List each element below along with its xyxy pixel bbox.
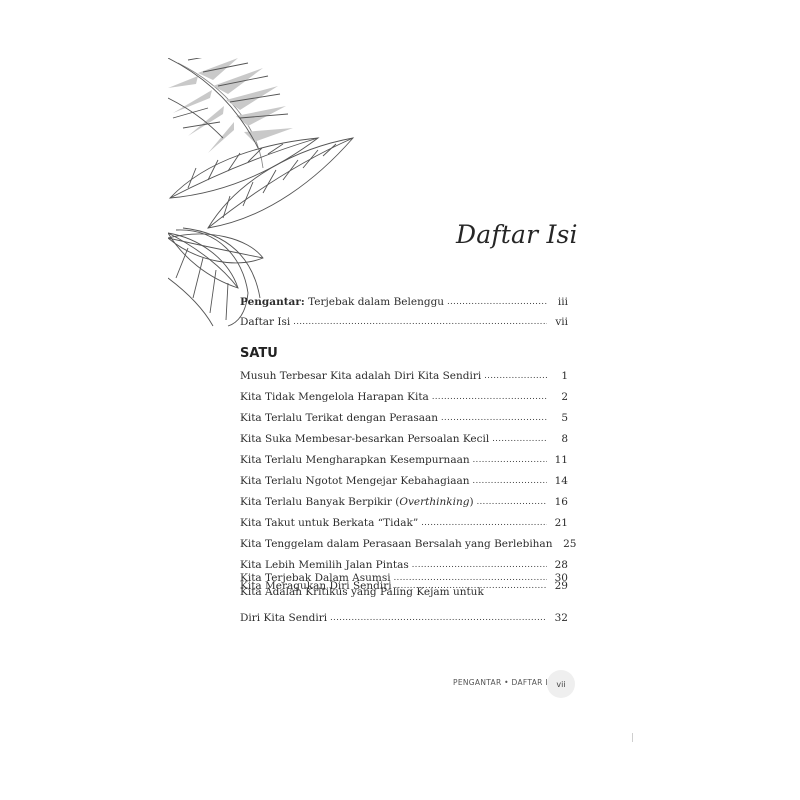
toc-label: Musuh Terbesar Kita adalah Diri Kita Sen…: [240, 370, 482, 382]
leader-dots: [432, 391, 547, 403]
leader-dots: [473, 475, 547, 487]
toc-label: Kita Suka Membesar-besarkan Persoalan Ke…: [240, 433, 490, 445]
toc-entry[interactable]: Kita Terlalu Mengharapkan Kesempurnaan 1…: [240, 446, 568, 466]
palm-leaves-illustration: [168, 58, 355, 327]
leader-dots: [293, 316, 547, 328]
toc-label: Kita Tenggelam dalam Perasaan Bersalah y…: [240, 538, 553, 550]
toc-page-number: 25: [563, 538, 577, 550]
toc-page-number: iii: [557, 296, 568, 308]
toc-page-number: 29: [554, 580, 568, 592]
toc-entry-line1[interactable]: Kita Adalah Kritikus yang Paling Kejam u…: [240, 586, 484, 598]
leader-dots: [492, 433, 547, 445]
leader-dots: [394, 572, 547, 584]
page-title: Daftar Isi: [456, 220, 578, 249]
leader-dots: [477, 496, 547, 508]
toc-label: Kita Tidak Mengelola Harapan Kita: [240, 391, 429, 403]
toc-label: Kita Takut untuk Berkata “Tidak”: [240, 517, 419, 529]
toc-page-number: 28: [554, 559, 568, 571]
leader-dots: [441, 412, 547, 424]
edge-mark: [632, 733, 633, 742]
toc-label: Kita Terlalu Banyak Berpikir (Overthinki…: [240, 496, 474, 508]
toc-page-number: 16: [554, 496, 568, 508]
toc-page-number: vii: [555, 316, 568, 328]
toc-entry[interactable]: Kita Tenggelam dalam Perasaan Bersalah y…: [240, 530, 576, 550]
toc-entry[interactable]: Kita Lebih Memilih Jalan Pintas 28: [240, 551, 568, 571]
toc-label: Kita Meragukan Diri Sendiri: [240, 580, 392, 592]
toc-page-number: 30: [554, 572, 568, 584]
leader-dots: [330, 612, 547, 624]
toc-label: Kita Terjebak Dalam Asumsi: [240, 572, 391, 584]
toc-entry[interactable]: Kita Suka Membesar-besarkan Persoalan Ke…: [240, 425, 568, 445]
toc-entry[interactable]: Kita Terlalu Ngotot Mengejar Kebahagiaan…: [240, 467, 568, 487]
toc-entry-daftar-isi[interactable]: Daftar Isi vii: [240, 308, 568, 328]
toc-page-number: 21: [554, 517, 568, 529]
leader-dots: [447, 296, 547, 308]
toc-entry[interactable]: Kita Takut untuk Berkata “Tidak” 21: [240, 509, 568, 529]
toc-entry[interactable]: Kita Meragukan Diri Sendiri 29: [240, 572, 568, 592]
leader-dots: [484, 370, 547, 382]
toc-page-number: 5: [561, 412, 568, 424]
toc-entry[interactable]: Kita Terjebak Dalam Asumsi 30: [240, 564, 568, 584]
toc-entry[interactable]: Musuh Terbesar Kita adalah Diri Kita Sen…: [240, 362, 568, 382]
book-page: [168, 58, 632, 742]
toc-page-number: 8: [561, 433, 568, 445]
toc-page-number: 11: [554, 454, 568, 466]
toc-label: Diri Kita Sendiri: [240, 612, 328, 624]
toc-label: Daftar Isi: [240, 316, 291, 328]
toc-label: Kita Terlalu Terikat dengan Perasaan: [240, 412, 439, 424]
page-number-badge: vii: [547, 670, 575, 698]
toc-page-number: 14: [554, 475, 568, 487]
toc-entry[interactable]: Diri Kita Sendiri 32: [240, 604, 568, 624]
toc-page-number: 1: [561, 370, 568, 382]
toc-entry[interactable]: Kita Terlalu Terikat dengan Perasaan 5: [240, 404, 568, 424]
toc-label: Kita Terlalu Mengharapkan Kesempurnaan: [240, 454, 470, 466]
toc-label: Kita Lebih Memilih Jalan Pintas: [240, 559, 409, 571]
toc-entry-pengantar[interactable]: Pengantar: Terjebak dalam Belenggu iii: [240, 288, 568, 308]
section-heading: SATU: [240, 346, 278, 361]
toc-page-number: 2: [561, 391, 568, 403]
toc-entry[interactable]: Kita Terlalu Banyak Berpikir (Overthinki…: [240, 488, 568, 508]
toc-entry[interactable]: Kita Tidak Mengelola Harapan Kita 2: [240, 383, 568, 403]
toc-label: Pengantar: Terjebak dalam Belenggu: [240, 296, 445, 308]
toc-page-number: 32: [554, 612, 568, 624]
leader-dots: [421, 517, 547, 529]
toc-label: Kita Terlalu Ngotot Mengejar Kebahagiaan: [240, 475, 470, 487]
leader-dots: [473, 454, 547, 466]
running-footer: PENGANTAR • DAFTAR ISI: [453, 678, 556, 687]
